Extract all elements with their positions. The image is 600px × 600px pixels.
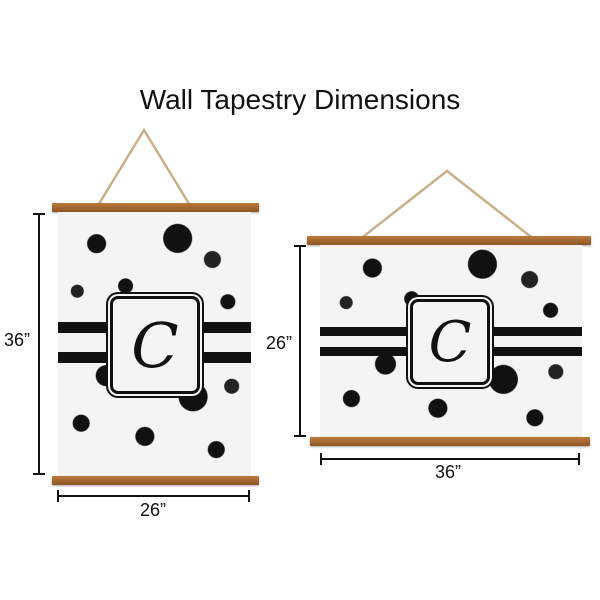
hanging-rope [358,169,536,241]
monogram-letter: C [131,308,179,382]
width-dimension-line [320,453,580,465]
bottom-wooden-rod [310,437,590,446]
hanging-rope [92,127,196,213]
toile-pattern [320,245,582,437]
height-label: 36” [4,330,31,350]
monogram-frame: C [410,299,490,385]
page-title: Wall Tapestry Dimensions [139,84,461,115]
top-wooden-rod [52,203,259,212]
height-label: 26” [266,333,293,353]
tapestry-fabric: C [320,245,582,437]
tapestry-fabric: C [58,212,251,476]
width-dimension-line [57,490,250,502]
top-wooden-rod [307,236,591,245]
monogram-letter: C [428,309,472,375]
bottom-wooden-rod [52,476,259,485]
width-label: 36” [435,462,462,482]
monogram-frame: C [110,296,200,394]
height-dimension-line [294,245,306,437]
width-label: 26” [140,500,167,520]
height-dimension-line [33,213,45,475]
